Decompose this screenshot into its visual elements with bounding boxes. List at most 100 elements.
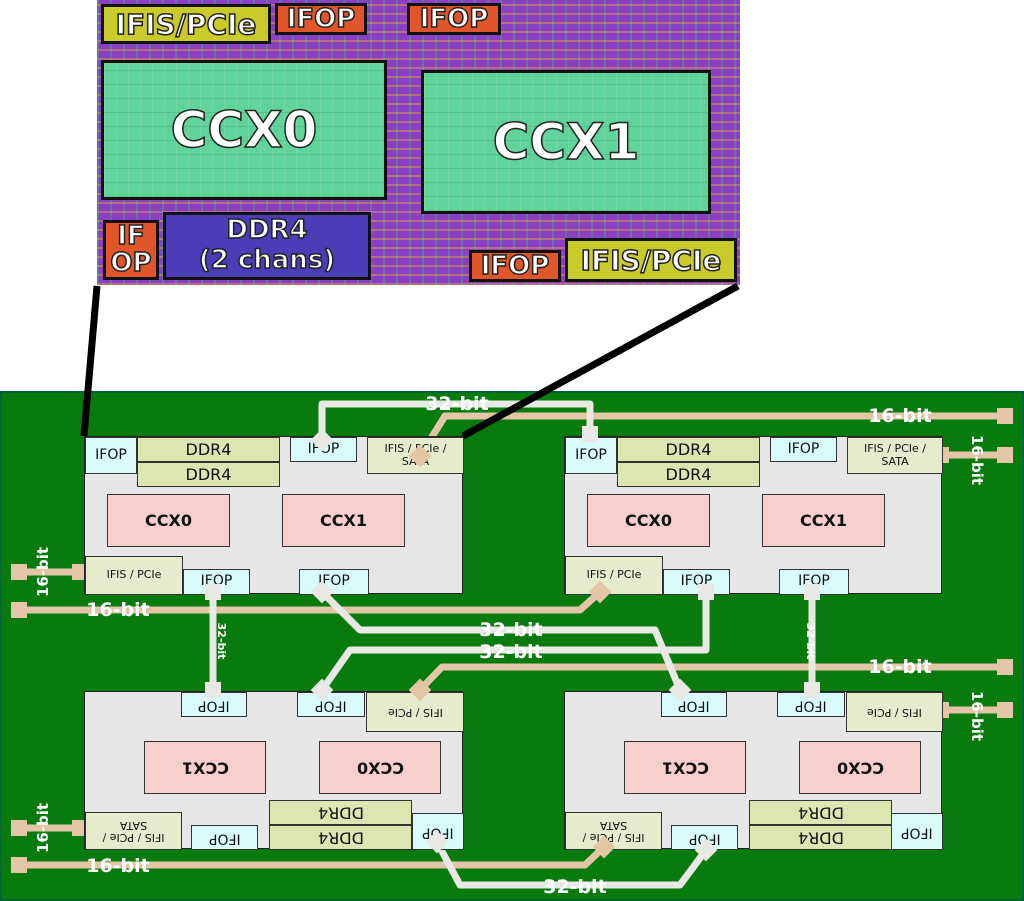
chip-tr-ccx0: CCX0 xyxy=(587,494,710,547)
chip-br-ifis-top-label: IFIS / PCIe xyxy=(867,706,922,720)
chip-bl-ccx1-label: CCX1 xyxy=(181,758,229,778)
die-ccx0: CCX0 xyxy=(101,60,387,200)
die-ifis-bottom-label: IFIS/PCIe xyxy=(580,243,722,278)
die-ifop-bottom: IFOP xyxy=(469,250,561,282)
link-32-top xyxy=(318,400,594,444)
chip-br-ifop-right-label: IFOP xyxy=(901,824,933,841)
chip-tr-ccx0-label: CCX0 xyxy=(625,510,672,530)
chip-bottom-right: IFOP IFOP IFIS / PCIe CCX1 CCX0 IFIS / P… xyxy=(564,691,943,850)
chip-tr-ifis-top-label: IFIS / PCIe / SATA xyxy=(863,442,927,468)
chip-bl-ifop-t2-label: IFOP xyxy=(315,697,347,714)
chip-br-ifop-t2-label: IFOP xyxy=(795,697,827,714)
chip-bl-ddr4-b: DDR4 xyxy=(269,825,412,850)
chip-br-ddr4-a: DDR4 xyxy=(749,800,892,825)
chip-tl-ifis-bottom: IFIS / PCIe xyxy=(85,556,183,595)
chip-br-ccx1: CCX1 xyxy=(624,741,746,794)
chip-top-left: IFOP DDR4 DDR4 IFOP IFIS / PCIe / SATA C… xyxy=(84,436,464,595)
chip-bl-ifop-right: IFOP xyxy=(412,813,464,850)
die-ifop-left: IF OP xyxy=(103,220,159,280)
chip-bottom-left: IFOP IFOP IFIS / PCIe CCX1 CCX0 IFIS / P… xyxy=(84,691,464,850)
chip-tl-ifop-top: IFOP xyxy=(290,437,357,462)
chip-bl-ccx1: CCX1 xyxy=(144,741,266,794)
chip-tr-ifop-b2: IFOP xyxy=(779,569,849,595)
chip-tl-ifop-top-label: IFOP xyxy=(307,440,340,457)
die-ifop-bottom-label: IFOP xyxy=(480,250,550,282)
chip-bl-ddr4-a: DDR4 xyxy=(269,800,412,825)
chip-tl-ddr4-a: DDR4 xyxy=(137,437,280,462)
chip-tl-ifop-left-label: IFOP xyxy=(95,446,127,463)
die-ifop-top-2-label: IFOP xyxy=(419,3,489,35)
chip-tl-ccx0-label: CCX0 xyxy=(145,510,192,530)
chip-tr-ccx1: CCX1 xyxy=(762,494,885,547)
chip-bl-ifis-top-label: IFIS / PCIe xyxy=(387,706,443,720)
chip-bl-ccx0-label: CCX0 xyxy=(356,758,404,778)
link-16-right-mid xyxy=(416,663,1008,694)
chip-br-ifop-right: IFOP xyxy=(891,813,943,850)
chip-tl-ddr4-b: DDR4 xyxy=(137,462,280,487)
chip-tl-ifis-bottom-label: IFIS / PCIe xyxy=(106,568,162,582)
chip-br-ccx1-label: CCX1 xyxy=(661,758,709,778)
die-shot: IFIS/PCIe IFOP IFOP CCX0 CCX1 IF OP DDR4… xyxy=(97,0,740,285)
die-ifop-top-1-label: IFOP xyxy=(286,3,356,35)
chip-bl-ifop-b-label: IFOP xyxy=(208,830,241,847)
chip-tr-ddr4-b: DDR4 xyxy=(617,462,760,487)
link-32-bottom xyxy=(433,838,710,889)
chip-tl-ccx1-label: CCX1 xyxy=(320,510,367,530)
chip-tr-ifop-b2-label: IFOP xyxy=(798,573,830,590)
die-ifop-left-label: IF OP xyxy=(110,220,153,278)
chip-br-ifis-bottom-label: IFIS / PCIe / SATA xyxy=(582,819,645,845)
die-ifis-top-label: IFIS/PCIe xyxy=(115,7,257,42)
chip-bl-ifis-top: IFIS / PCIe xyxy=(366,692,464,732)
chip-tr-ifis-bottom: IFIS / PCIe xyxy=(565,556,663,595)
chip-tl-ifop-b1-label: IFOP xyxy=(200,573,233,590)
chip-bl-ifop-t1-label: IFOP xyxy=(198,697,230,714)
chip-tl-ddr4-b-label: DDR4 xyxy=(185,464,232,484)
chip-tl-ccx0: CCX0 xyxy=(107,494,230,547)
chip-tl-ifop-b2-label: IFOP xyxy=(318,573,350,590)
chip-bl-ifop-b: IFOP xyxy=(191,825,258,850)
chip-br-ddr4-b-label: DDR4 xyxy=(797,828,844,848)
chip-tl-ifis-top: IFIS / PCIe / SATA xyxy=(367,437,464,474)
chip-tl-ifop-b2: IFOP xyxy=(299,569,369,595)
chip-tl-ddr4-a-label: DDR4 xyxy=(185,439,232,459)
die-ccx0-label: CCX0 xyxy=(170,100,318,160)
chip-br-ifop-t2: IFOP xyxy=(777,692,845,717)
die-ddr4: DDR4 (2 chans) xyxy=(163,212,371,280)
chip-tr-ifop-top: IFOP xyxy=(770,437,837,462)
chip-br-ccx0-label: CCX0 xyxy=(836,758,884,778)
chip-tr-ifis-top: IFIS / PCIe / SATA xyxy=(847,437,943,474)
chip-bl-ifop-t1: IFOP xyxy=(181,692,247,717)
chip-tl-ccx1: CCX1 xyxy=(282,494,405,547)
chip-tr-ifop-top-label: IFOP xyxy=(787,440,820,457)
link-32-mid-b xyxy=(318,588,710,694)
chip-tl-ifop-left: IFOP xyxy=(85,437,137,474)
chip-br-ifop-b: IFOP xyxy=(671,825,738,850)
chip-tr-ccx1-label: CCX1 xyxy=(800,510,847,530)
chip-br-ddr4-a-label: DDR4 xyxy=(797,803,844,823)
chip-br-ifis-bottom: IFIS / PCIe / SATA xyxy=(565,812,662,850)
chip-br-ddr4-b: DDR4 xyxy=(749,825,892,850)
chip-bl-ccx0: CCX0 xyxy=(319,741,441,794)
chip-br-ifop-b-label: IFOP xyxy=(688,830,721,847)
chip-tl-ifop-b1: IFOP xyxy=(183,569,250,595)
die-ifop-top-2: IFOP xyxy=(407,3,501,35)
chip-br-ifop-t1: IFOP xyxy=(661,692,727,717)
link-32-mid-a xyxy=(318,588,684,694)
chip-tr-ddr4-b-label: DDR4 xyxy=(665,464,712,484)
die-ddr4-line2: (2 chans) xyxy=(198,244,336,275)
chip-bl-ifis-bottom: IFIS / PCIe / SATA xyxy=(85,812,182,850)
chip-bl-ifop-right-label: IFOP xyxy=(422,824,454,841)
chip-tr-ifop-b1: IFOP xyxy=(663,569,730,595)
die-ifop-top-1: IFOP xyxy=(275,3,367,35)
die-ddr4-line1: DDR4 xyxy=(226,214,309,246)
chip-tr-ifis-bottom-label: IFIS / PCIe xyxy=(586,568,642,582)
chip-bl-ddr4-b-label: DDR4 xyxy=(317,828,364,848)
chip-top-right: IFOP DDR4 DDR4 IFOP IFIS / PCIe / SATA C… xyxy=(564,436,943,595)
chip-br-ifis-top: IFIS / PCIe xyxy=(846,692,943,732)
chip-bl-ifis-bottom-label: IFIS / PCIe / SATA xyxy=(102,819,165,845)
chip-tr-ifop-b1-label: IFOP xyxy=(680,573,713,590)
chip-tr-ifop-left-label: IFOP xyxy=(575,446,607,463)
die-ccx1: CCX1 xyxy=(421,70,711,214)
die-ccx1-label: CCX1 xyxy=(492,112,640,172)
die-ifis-top: IFIS/PCIe xyxy=(101,4,271,44)
